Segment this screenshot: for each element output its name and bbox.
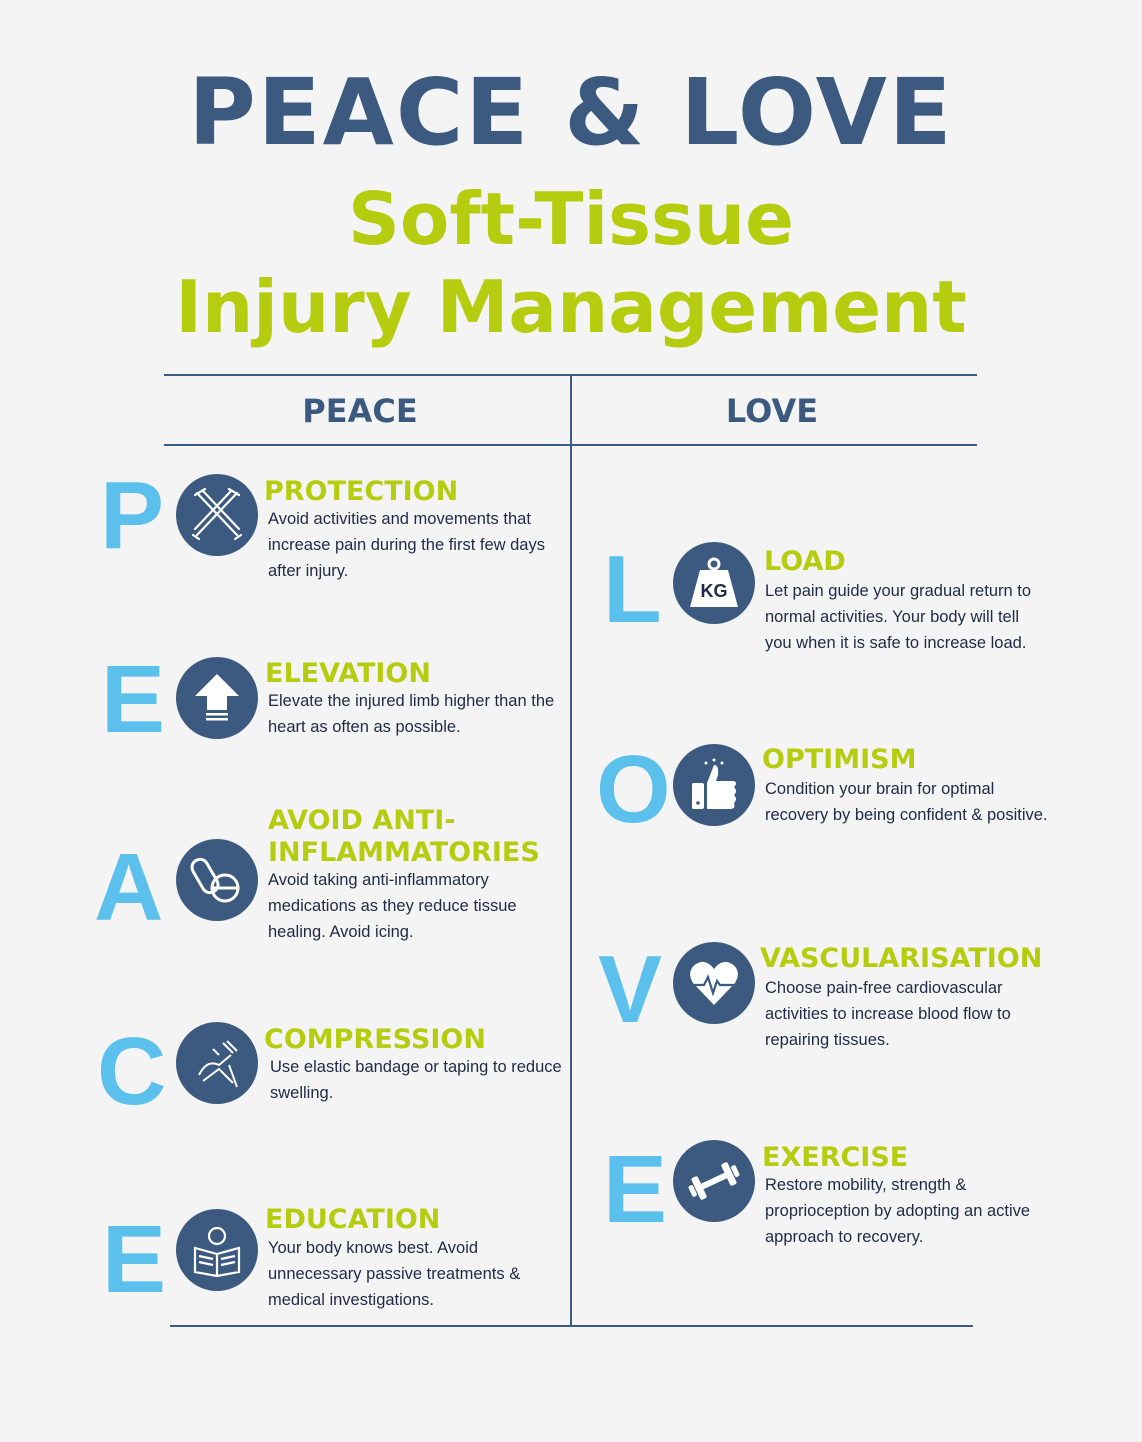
item-description: Avoid activities and movements that incr…	[268, 510, 545, 580]
item-title: ELEVATION	[265, 658, 431, 689]
acronym-letter: E	[603, 1136, 668, 1243]
kg-label: KG	[701, 581, 728, 601]
acronym-letter: E	[102, 1206, 167, 1313]
subtitle-line-1: Soft-Tissue	[348, 177, 794, 261]
item-description: Avoid taking anti-inflammatory medicatio…	[268, 871, 517, 941]
subtitle-line-2: Injury Management	[175, 265, 967, 349]
crutches-icon	[176, 474, 258, 556]
kg-weight-icon: KG	[673, 542, 755, 624]
column-divider	[570, 376, 572, 1327]
item-description: Elevate the injured limb higher than the…	[268, 692, 555, 736]
item-title: EXERCISE	[762, 1142, 909, 1173]
acronym-letter: P	[100, 462, 165, 569]
thumbs-up-icon	[673, 744, 755, 826]
column-header-love: LOVE	[725, 392, 819, 430]
item-description: Let pain guide your gradual return to no…	[765, 582, 1032, 652]
item-title: PROTECTION	[264, 476, 459, 507]
page-title: PEACE & LOVE	[188, 59, 954, 166]
item-title: COMPRESSION	[264, 1024, 486, 1055]
item-description: Use elastic bandage or taping to reduce …	[270, 1058, 562, 1102]
item-description: Choose pain-free cardiovascular activiti…	[765, 979, 1011, 1049]
pills-icon	[176, 839, 258, 921]
divider-top	[164, 374, 977, 376]
acronym-letter: E	[101, 646, 166, 753]
item-title: AVOID ANTI- INFLAMMATORIES	[268, 805, 540, 868]
item-title: OPTIMISM	[762, 744, 917, 775]
item-title: VASCULARISATION	[760, 943, 1043, 974]
item-description: Your body knows best. Avoid unnecessary …	[268, 1239, 521, 1309]
item-title: LOAD	[764, 546, 846, 577]
acronym-letter: A	[94, 834, 164, 941]
acronym-letter: O	[596, 736, 671, 843]
item-description: Restore mobility, strength & propriocept…	[765, 1176, 1031, 1246]
item-title: EDUCATION	[265, 1204, 441, 1235]
book-icon	[176, 1209, 258, 1291]
arrow-up-icon	[176, 657, 258, 739]
dumbbell-icon	[673, 1140, 755, 1222]
heart-pulse-icon	[673, 942, 755, 1024]
acronym-letter: L	[603, 536, 662, 643]
acronym-letter: C	[97, 1018, 167, 1125]
acronym-letter: V	[598, 936, 663, 1043]
column-header-peace: PEACE	[302, 392, 418, 430]
bandage-icon	[176, 1022, 258, 1104]
item-description: Condition your brain for optimal recover…	[765, 780, 1048, 824]
